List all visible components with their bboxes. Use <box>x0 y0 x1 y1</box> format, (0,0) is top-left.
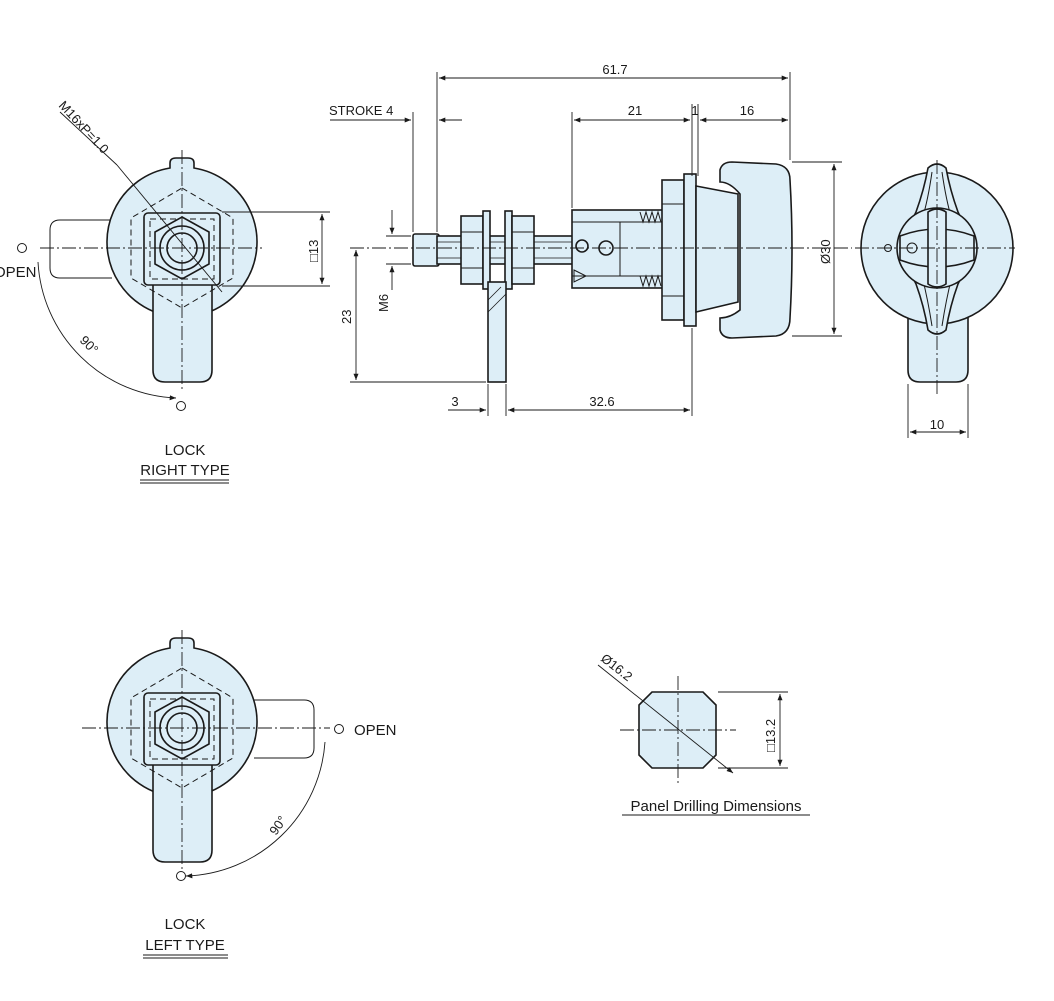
side-view <box>330 72 852 416</box>
panel-drilling-view <box>597 664 788 786</box>
right-type-line2: RIGHT TYPE <box>140 462 229 479</box>
square-13-dim: □13 <box>306 240 321 262</box>
width-10-dim: 10 <box>930 417 944 432</box>
overall-length-dim: 61.7 <box>602 62 627 77</box>
thread-dim: M16xP=1.0 <box>56 98 112 157</box>
rear-view <box>855 160 1015 438</box>
left-type-line1: LOCK <box>165 916 206 933</box>
drill-dia-dim: Ø16.2 <box>598 651 635 685</box>
m6-dim: M6 <box>376 294 391 312</box>
dim-1: 1 <box>691 103 698 118</box>
dim-16: 16 <box>740 103 754 118</box>
stroke-dim: STROKE 4 <box>329 103 393 118</box>
front-view-right-type <box>17 111 330 411</box>
left-type-line2: LEFT TYPE <box>145 937 224 954</box>
dim-21: 21 <box>628 103 642 118</box>
dia-30-dim: Ø30 <box>818 239 833 264</box>
open-label-left: OPEN <box>354 722 397 739</box>
panel-drilling-title: Panel Drilling Dimensions <box>631 798 802 815</box>
open-label-right: OPEN <box>0 264 37 281</box>
front-view-left-type <box>82 630 344 881</box>
angle-left-dim: 90° <box>266 813 290 838</box>
angle-right-dim: 90° <box>77 333 102 358</box>
length-32-6-dim: 32.6 <box>589 394 614 409</box>
panel-3-dim: 3 <box>451 394 458 409</box>
height-23-dim: 23 <box>339 310 354 324</box>
right-type-line1: LOCK <box>165 442 206 459</box>
drill-square-dim: □13.2 <box>763 719 778 752</box>
